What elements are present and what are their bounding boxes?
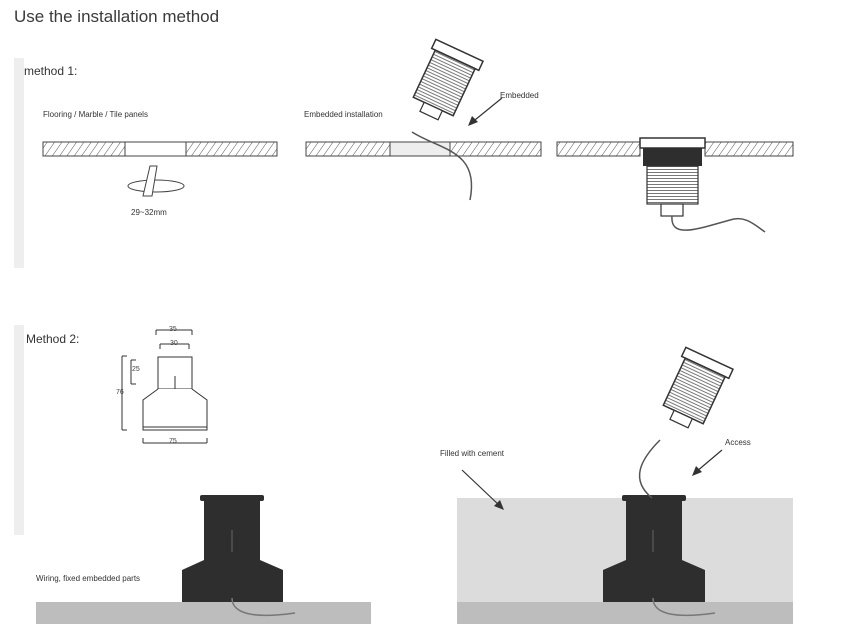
ground-left bbox=[36, 602, 371, 624]
panel-caption: Flooring / Marble / Tile panels bbox=[43, 110, 148, 119]
embedded-part-left bbox=[182, 495, 283, 602]
method2-side-bar bbox=[14, 325, 24, 535]
page-title: Use the installation method bbox=[14, 7, 220, 26]
access-caption: Access bbox=[725, 438, 751, 447]
cement-caption: Filled with cement bbox=[440, 449, 505, 458]
cable-4 bbox=[652, 597, 716, 617]
dimension-drawing bbox=[121, 329, 208, 444]
cable-5 bbox=[638, 439, 661, 499]
arrow-cement bbox=[461, 469, 504, 510]
embedded-arrow-label: Embedded bbox=[500, 91, 539, 100]
arrow-access bbox=[692, 449, 723, 476]
tilted-light-fixture-1 bbox=[412, 38, 485, 121]
embedded-part-right bbox=[603, 495, 705, 602]
ground-right bbox=[457, 602, 793, 624]
embedded-install-caption: Embedded installation bbox=[304, 110, 383, 119]
method1-label: method 1: bbox=[24, 64, 78, 78]
cable-1 bbox=[411, 131, 473, 201]
method1-side-bar bbox=[14, 58, 24, 268]
panel-installed bbox=[556, 141, 794, 157]
panel-flooring bbox=[42, 141, 278, 157]
drill-hole-icon bbox=[127, 165, 185, 197]
wiring-caption: Wiring, fixed embedded parts bbox=[36, 574, 141, 583]
dim-neck-height: 25 bbox=[132, 366, 140, 373]
cable-2 bbox=[671, 215, 766, 233]
arrow-embedded bbox=[468, 97, 503, 126]
dim-inner-width: 30 bbox=[170, 340, 178, 347]
dim-base-width: 75 bbox=[169, 438, 177, 445]
panel-embedded bbox=[305, 141, 542, 157]
hole-size-label: 29~32mm bbox=[131, 208, 167, 217]
method2-label: Method 2: bbox=[26, 332, 80, 346]
cable-3 bbox=[231, 597, 296, 617]
tilted-light-fixture-2 bbox=[662, 346, 735, 429]
dim-total-height: 76 bbox=[116, 389, 124, 396]
dim-top-width: 35 bbox=[169, 326, 177, 333]
installed-light-fixture bbox=[639, 137, 706, 217]
